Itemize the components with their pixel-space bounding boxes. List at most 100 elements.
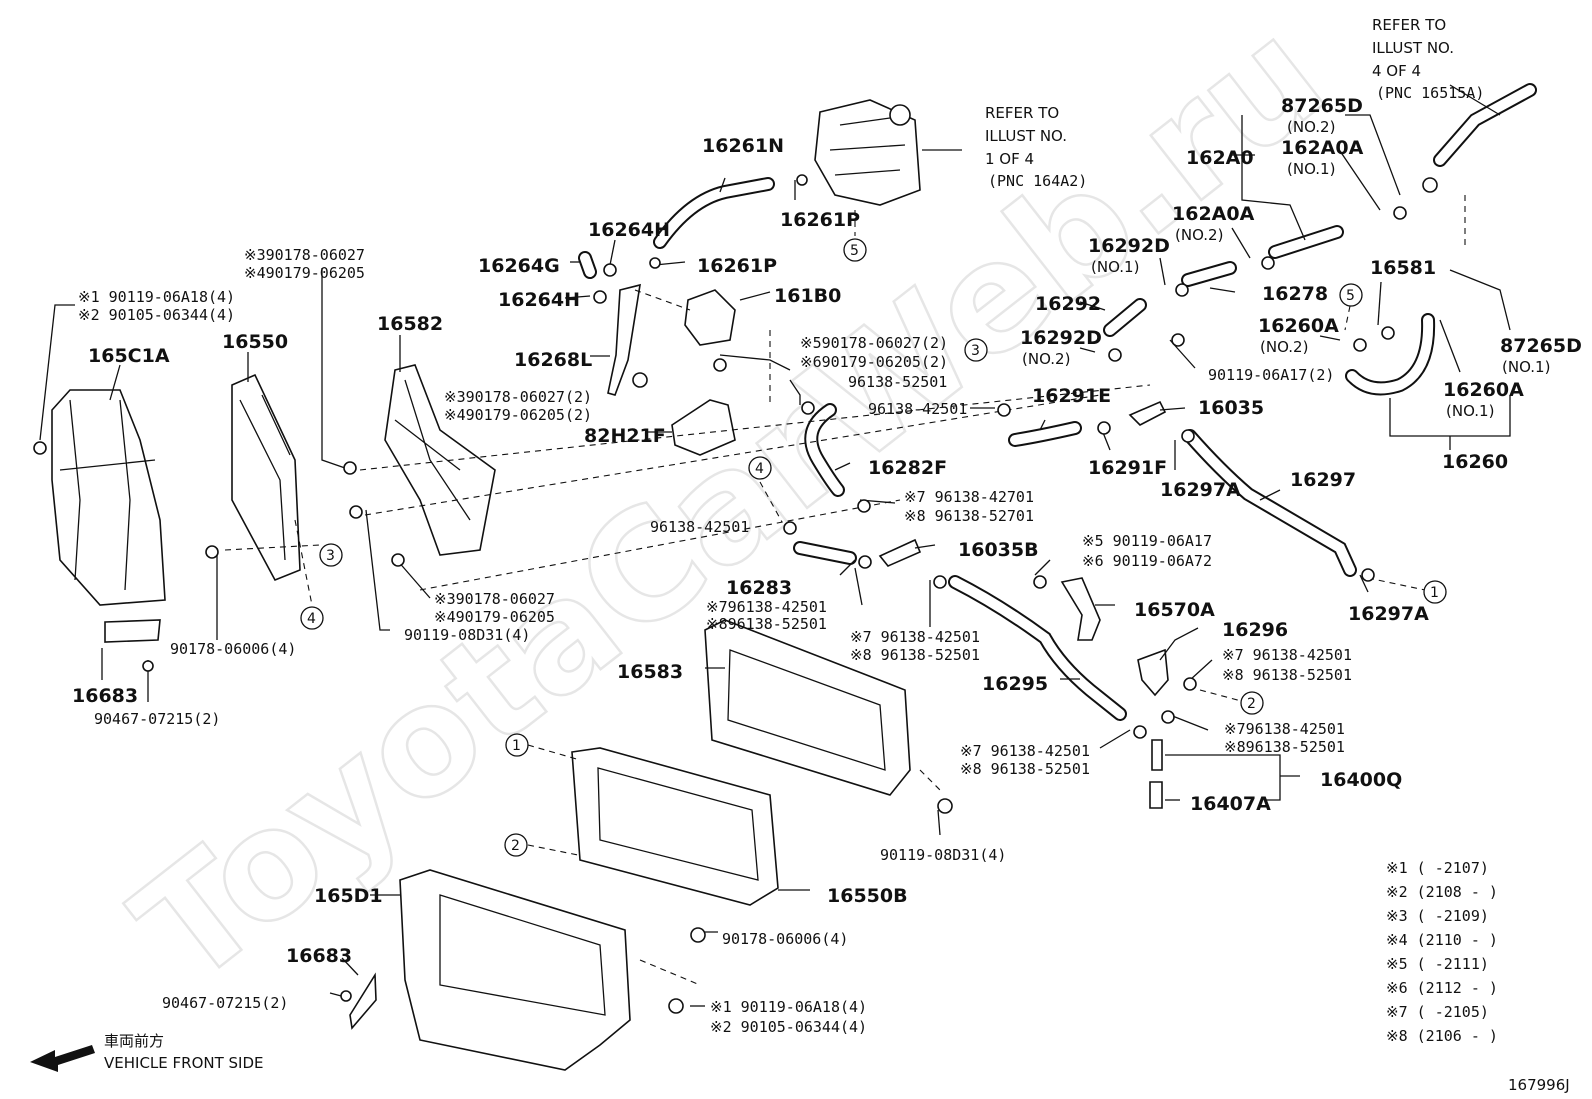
label-16264G: 16264G	[478, 255, 560, 277]
fastener-f30: ※8 96138-52501	[960, 760, 1090, 778]
label-16282F: 16282F	[868, 457, 947, 479]
svg-text:ILLUST NO.: ILLUST NO.	[985, 127, 1067, 145]
legend-row-3: ※3 ( -2109)	[1386, 907, 1489, 925]
sublabel-87265D-1: (NO.1)	[1502, 358, 1550, 376]
label-16260A-2: 16260A	[1258, 315, 1339, 337]
part-16035[interactable]	[1128, 400, 1167, 426]
ref-4-b: 4	[307, 611, 316, 627]
part-16582[interactable]	[384, 364, 496, 556]
fastener-f34: ※1 90119-06A18(4)	[710, 998, 867, 1016]
label-16297A-a: 16297A	[1160, 479, 1241, 501]
sublabel-16260A-1: (NO.1)	[1446, 402, 1494, 420]
label-87265D-2: 87265D	[1281, 95, 1363, 117]
fastener-f10: 96138-42501	[868, 400, 967, 418]
fastener-f4: ※490179-06205	[244, 264, 365, 282]
label-16292D-2: 16292D	[1020, 327, 1102, 349]
legend-row-6: ※6 (2112 - )	[1386, 979, 1498, 997]
fastener-f14: ※796138-42501	[706, 598, 827, 616]
legend-row-1: ※1 ( -2107)	[1386, 859, 1489, 877]
label-16581: 16581	[1370, 257, 1436, 279]
part-16400Q[interactable]	[1151, 739, 1163, 771]
fastener-f24: 90467-07215(2)	[94, 710, 220, 728]
label-16264H-b: 16264H	[498, 289, 580, 311]
fastener-f29: ※7 96138-42501	[960, 742, 1090, 760]
svg-text:REFER TO: REFER TO	[1372, 16, 1446, 34]
label-16550B: 16550B	[827, 885, 908, 907]
sublabel-16260A-2: (NO.2)	[1260, 338, 1308, 356]
part-165D1-shroud[interactable]	[399, 869, 631, 1071]
label-16261N: 16261N	[702, 135, 784, 157]
label-16264H: 16264H	[588, 219, 670, 241]
fastener-f3: ※390178-06027	[244, 246, 365, 264]
svg-text:4 OF 4: 4 OF 4	[1372, 62, 1421, 80]
label-16292D-1: 16292D	[1088, 235, 1170, 257]
fastener-f12: ※7 96138-42701	[904, 488, 1034, 506]
label-16283: 16283	[726, 577, 792, 599]
label-162A0: 162A0	[1186, 147, 1254, 169]
label-16683-bottom: 16683	[286, 945, 352, 967]
fastener-f9: 96138-52501	[848, 373, 947, 391]
svg-text:1 OF 4: 1 OF 4	[985, 150, 1034, 168]
svg-text:(PNC 164A2): (PNC 164A2)	[988, 172, 1087, 190]
legend-row-2: ※2 (2108 - )	[1386, 883, 1498, 901]
label-82H21F: 82H21F	[584, 425, 666, 447]
fastener-f31: 90119-08D31(4)	[880, 846, 1006, 864]
part-16296[interactable]	[1137, 648, 1169, 697]
label-16268L: 16268L	[514, 349, 592, 371]
fastener-f16: ※7 96138-42501	[850, 628, 980, 646]
fastener-f19: ※6 90119-06A72	[1082, 552, 1212, 570]
ref-2-b: 2	[1247, 696, 1256, 712]
label-16260A-1: 16260A	[1443, 379, 1524, 401]
fastener-f6: ※490179-06205(2)	[444, 406, 592, 424]
fastener-labels: ※1 90119-06A18(4) ※2 90105-06344(4) ※390…	[78, 246, 1352, 1036]
sub-labels: (NO.1) (NO.2) (NO.2) (NO.1) (NO.2) (NO.2…	[1022, 118, 1550, 420]
part-16550B-radiator[interactable]	[571, 747, 779, 906]
part-16583[interactable]	[704, 619, 911, 796]
part-16407A[interactable]	[1149, 781, 1163, 809]
label-16582: 16582	[377, 313, 443, 335]
part-labels: 165C1A 16550 16582 16683 16683 16261N 16…	[72, 95, 1582, 967]
svg-text:ILLUST NO.: ILLUST NO.	[1372, 39, 1454, 57]
ref-5-b: 5	[1346, 288, 1355, 304]
label-16297: 16297	[1290, 469, 1356, 491]
part-16683-left[interactable]	[104, 619, 161, 643]
label-16261P-b: 16261P	[697, 255, 777, 277]
legend-row-4: ※4 (2110 - )	[1386, 931, 1498, 949]
fastener-f33: 90467-07215(2)	[162, 994, 288, 1012]
part-165C1A[interactable]	[51, 389, 166, 606]
part-16268L[interactable]	[607, 283, 641, 396]
label-16400Q: 16400Q	[1320, 769, 1402, 791]
fastener-f5: ※390178-06027(2)	[444, 388, 592, 406]
fastener-f36: 90119-06A17(2)	[1208, 366, 1334, 384]
part-16570A[interactable]	[1060, 577, 1101, 641]
fastener-f2: ※2 90105-06344(4)	[78, 306, 235, 324]
ref-4-a: 4	[755, 461, 764, 477]
part-16683-bottom[interactable]	[349, 972, 377, 1030]
part-161B0[interactable]	[684, 289, 736, 346]
label-16296: 16296	[1222, 619, 1288, 641]
fastener-f22: 90119-08D31(4)	[404, 626, 530, 644]
label-165C1A: 165C1A	[88, 345, 170, 367]
label-16683-left: 16683	[72, 685, 138, 707]
label-16570A: 16570A	[1134, 599, 1215, 621]
sublabel-87265D-2: (NO.2)	[1287, 118, 1335, 136]
fastener-f15: ※896138-52501	[706, 615, 827, 633]
part-16035B[interactable]	[878, 538, 922, 567]
ref-3-a: 3	[971, 343, 980, 359]
label-16261P-a: 16261P	[780, 209, 860, 231]
label-16260: 16260	[1442, 451, 1508, 473]
ref-1-b: 1	[1430, 585, 1439, 601]
part-16550[interactable]	[231, 373, 301, 582]
refer-note-1: REFER TO ILLUST NO. 1 OF 4 (PNC 164A2)	[985, 104, 1087, 190]
part-82H21F[interactable]	[671, 399, 736, 456]
label-16278: 16278	[1262, 283, 1328, 305]
reservoir-tank[interactable]	[814, 99, 921, 206]
fastener-f17: ※8 96138-52501	[850, 646, 980, 664]
label-162A0A-1: 162A0A	[1281, 137, 1364, 159]
legend-row-7: ※7 ( -2105)	[1386, 1003, 1489, 1021]
leader-lines	[39, 84, 1511, 1007]
fastener-f25: ※7 96138-42501	[1222, 646, 1352, 664]
label-16035: 16035	[1198, 397, 1264, 419]
label-16407A: 16407A	[1190, 793, 1271, 815]
